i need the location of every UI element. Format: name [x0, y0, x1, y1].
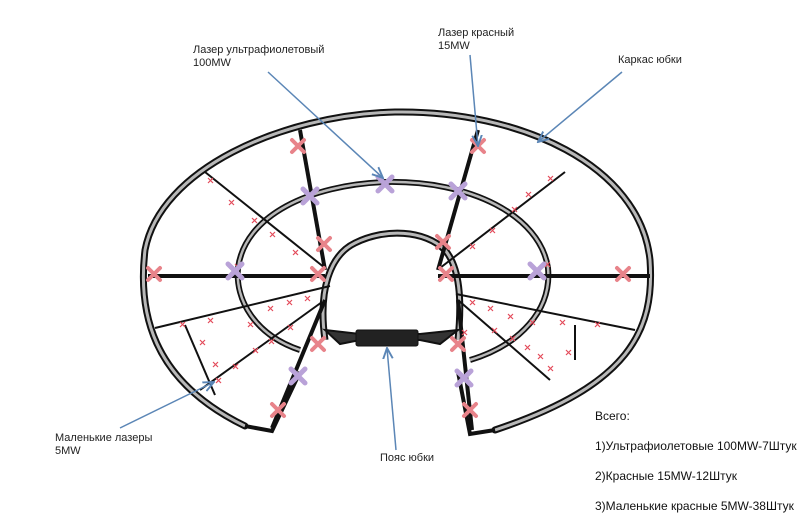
frame-arrow	[538, 71, 623, 142]
callout-arrows	[119, 54, 623, 451]
totals-title: Всего:	[595, 409, 630, 423]
red-laser-markers	[146, 138, 631, 418]
small-laser-markers	[179, 175, 601, 384]
totals-item: 3)Маленькие красные 5MW-38Штук	[595, 499, 794, 513]
totals-summary: Всего: 1)Ультрафиолетовые 100MW-7Штук 2)…	[595, 394, 797, 529]
belt-arch-inner	[321, 231, 462, 341]
small-lasers-arrow	[119, 382, 214, 429]
outer-frame-ring-inner	[141, 110, 653, 432]
skirt-diagram	[119, 54, 655, 451]
right-hem-cap	[456, 371, 496, 437]
uv-laser-arrow	[267, 71, 383, 178]
thin-beams	[154, 171, 636, 396]
uv-laser-label: Лазер ультрафиолетовый 100MW	[193, 44, 325, 69]
totals-item: 1)Ультрафиолетовые 100MW-7Штук	[595, 439, 797, 453]
totals-item: 2)Красные 15MW-12Штук	[595, 469, 737, 483]
belt-buckle	[355, 329, 419, 347]
red-laser-arrow	[469, 54, 478, 146]
small-lasers-label: Маленькие лазеры 5MW	[55, 432, 153, 457]
frame-label: Каркас юбки	[618, 54, 682, 66]
left-hem-cap	[244, 371, 302, 434]
belt-label: Пояс юбки	[380, 452, 435, 464]
main-beams	[148, 129, 650, 431]
belt-arrow	[387, 348, 397, 451]
red-laser-label: Лазер красный 15MW	[438, 27, 515, 52]
